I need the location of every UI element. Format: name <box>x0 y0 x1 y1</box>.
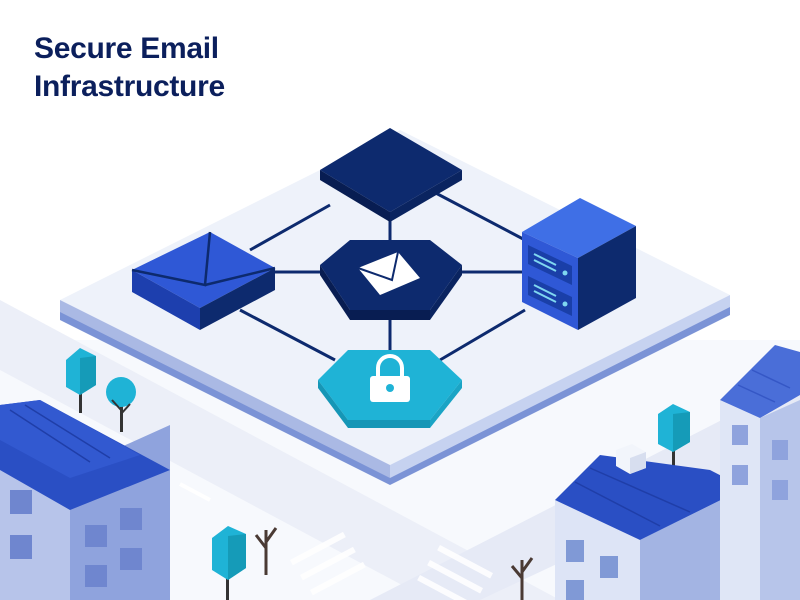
envelope-icon <box>357 251 420 295</box>
building-right <box>720 345 800 600</box>
mail-hub-icon <box>320 240 462 320</box>
tree-icon <box>212 526 246 600</box>
title-line-2: Infrastructure <box>34 70 225 103</box>
connection-lines <box>239 188 526 362</box>
tree-icon <box>66 348 96 413</box>
envelope-node-icon <box>131 231 276 330</box>
title-line-1: Secure Email <box>34 32 219 65</box>
padlock-icon <box>370 354 410 402</box>
tree-icon <box>658 404 690 470</box>
page-title: Secure Email Infrastructure <box>34 30 225 106</box>
building-left <box>0 400 170 600</box>
lock-node-icon <box>318 350 462 428</box>
server-slot-icon <box>528 245 572 316</box>
gateway-node-icon <box>320 128 462 222</box>
building-center-right <box>555 444 745 600</box>
server-node-icon <box>522 198 636 330</box>
chimney <box>616 444 646 474</box>
tree-icon <box>106 377 136 432</box>
bare-tree-icon <box>254 527 534 600</box>
